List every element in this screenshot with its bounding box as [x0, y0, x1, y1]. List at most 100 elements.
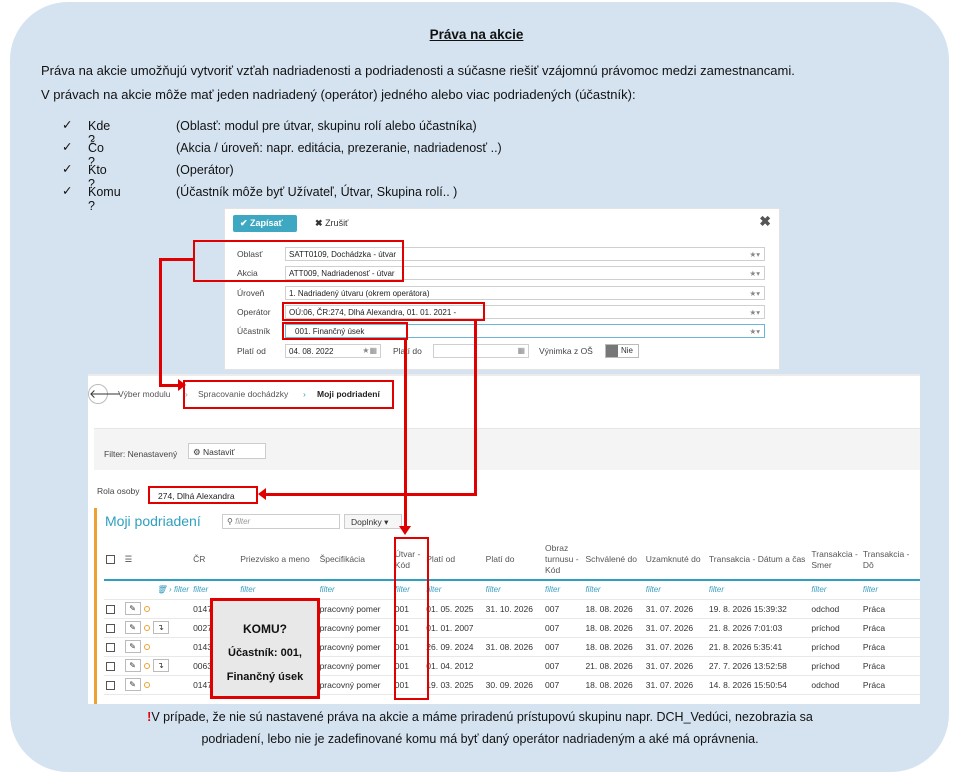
- column-header[interactable]: Transakcia - Dô: [860, 540, 920, 581]
- cell-schvalene: 18. 08. 2026: [583, 675, 644, 695]
- app-screenshot: 🡐 Výber modulu › Spracovanie dochádzky ›…: [88, 374, 920, 704]
- bullet-description: (Oblasť: modul pre útvar, skupinu rolí a…: [176, 119, 477, 133]
- cell-plati-do: 31. 10. 2026: [483, 599, 544, 619]
- column-header[interactable]: Platí do: [483, 540, 544, 581]
- calendar-icon[interactable]: ▦: [517, 346, 525, 355]
- close-icon[interactable]: ✖: [759, 213, 771, 229]
- row-checkbox[interactable]: [104, 656, 123, 676]
- star-dropdown-icon[interactable]: ★▾: [749, 327, 761, 336]
- filter-cell[interactable]: filter: [860, 580, 920, 600]
- filter-cell[interactable]: filter: [483, 580, 544, 600]
- check-icon: ✓: [62, 162, 73, 176]
- validity-row: Platí od 04. 08. 2022★▦ Platí do ▦ Výnim…: [237, 344, 765, 358]
- return-arrow-icon[interactable]: ↴: [152, 621, 169, 634]
- cell-transakcia-smer: príchod: [809, 656, 861, 676]
- vynimka-toggle[interactable]: Nie: [605, 344, 639, 358]
- filter-cell[interactable]: filter: [583, 580, 644, 600]
- uroven-field[interactable]: 1. Nadriadený útvaru (okrem operátora)★▾: [285, 286, 765, 300]
- column-header[interactable]: Platí od: [424, 540, 484, 581]
- star-dropdown-icon[interactable]: ★▾: [749, 269, 761, 278]
- column-header[interactable]: Schválené do: [583, 540, 644, 581]
- plati-od-value: 04. 08. 2022: [289, 347, 334, 356]
- akcia-field[interactable]: ATT009, Nadriadenosť - útvar ★▾: [285, 266, 765, 280]
- row-actions[interactable]: ✎↴: [122, 656, 192, 676]
- cell-transakcia-datum: 21. 8. 2026 5:35:41: [706, 637, 810, 657]
- cell-uzamknute: 31. 07. 2026: [643, 618, 707, 638]
- edit-icon[interactable]: ✎: [124, 678, 141, 691]
- footnote: !V prípade, že nie sú nastavené práva na…: [40, 706, 920, 750]
- filter-row: 🗑 › filter filter filter filter filter f…: [104, 580, 920, 600]
- row-actions[interactable]: ✎: [122, 675, 192, 695]
- calendar-icon[interactable]: ★▦: [362, 346, 377, 355]
- search-input[interactable]: ⚲ filter: [222, 514, 340, 529]
- row-actions[interactable]: ✎↴: [122, 618, 192, 638]
- annotation-operator: [282, 302, 485, 321]
- star-dropdown-icon[interactable]: ★▾: [749, 308, 761, 317]
- return-arrow-icon[interactable]: ↴: [152, 659, 169, 672]
- row-checkbox[interactable]: [104, 637, 123, 657]
- star-dropdown-icon[interactable]: ★▾: [749, 289, 761, 298]
- filter-cell[interactable]: filter: [238, 580, 318, 600]
- select-all-checkbox[interactable]: [104, 540, 123, 581]
- trash-icon[interactable]: 🗑: [156, 585, 167, 595]
- crumb-dochadzka[interactable]: Spracovanie dochádzky: [198, 389, 289, 399]
- save-button[interactable]: ✔ Zapísať: [233, 215, 297, 232]
- filter-cell[interactable]: filter: [317, 580, 393, 600]
- row-actions[interactable]: ✎: [122, 637, 192, 657]
- edit-icon[interactable]: ✎: [124, 621, 141, 634]
- cancel-button[interactable]: ✖ Zrušiť: [315, 218, 349, 228]
- oblast-field[interactable]: SATT0109, Dochádzka - útvar ★▾: [285, 247, 765, 261]
- back-arrow-icon[interactable]: 🡐: [88, 384, 121, 404]
- crumb-module[interactable]: Výber modulu: [118, 389, 171, 399]
- column-header[interactable]: Uzamknuté do: [643, 540, 707, 581]
- column-header[interactable]: Špecifikácia: [317, 540, 393, 581]
- nastavit-button[interactable]: ⚙ Nastaviť: [188, 443, 266, 459]
- column-header[interactable]: ČR: [191, 540, 239, 581]
- column-header[interactable]: Priezvisko a meno: [238, 540, 318, 581]
- akcia-value: ATT009, Nadriadenosť - útvar: [289, 269, 395, 278]
- cell-schvalene: 18. 08. 2026: [583, 618, 644, 638]
- vynimka-label: Výnimka z OŠ: [539, 346, 593, 356]
- filter-cell[interactable]: filter: [643, 580, 707, 600]
- edit-icon[interactable]: ✎: [124, 640, 141, 653]
- ucastnik-field[interactable]: 001. Finančný úsek★▾: [285, 324, 765, 338]
- cell-schvalene: 18. 08. 2026: [583, 599, 644, 619]
- filter-cell[interactable]: filter: [191, 580, 239, 600]
- annotation-rola: [148, 486, 258, 504]
- cell-obraz: 007: [543, 656, 584, 676]
- row-checkbox[interactable]: [104, 618, 123, 638]
- row-checkbox[interactable]: [104, 675, 123, 695]
- column-header[interactable]: Obraz turnusu - Kód: [543, 540, 584, 581]
- column-header[interactable]: Transakcia - Dátum a čas: [706, 540, 810, 581]
- edit-icon[interactable]: ✎: [124, 659, 141, 672]
- filter-cell[interactable]: filter: [706, 580, 810, 600]
- plati-od-field[interactable]: 04. 08. 2022 ★▦: [285, 344, 381, 358]
- column-header[interactable]: Útvar - Kód: [392, 540, 425, 581]
- filter-cell[interactable]: filter: [543, 580, 584, 600]
- filter-tools[interactable]: 🗑 › filter: [122, 580, 192, 600]
- rola-value[interactable]: 274, Dlhá Alexandra: [158, 491, 235, 501]
- cell-transakcia-dovod: Práca: [860, 656, 920, 676]
- filter-cell[interactable]: filter: [809, 580, 861, 600]
- filter-cell[interactable]: filter: [424, 580, 484, 600]
- plati-do-field[interactable]: ▦: [433, 344, 529, 358]
- doplnky-dropdown[interactable]: Doplnky ▾: [344, 514, 402, 529]
- search-placeholder: filter: [235, 517, 251, 526]
- row-actions[interactable]: ✎: [122, 599, 192, 619]
- oblast-value: SATT0109, Dochádzka - útvar: [289, 250, 397, 259]
- edit-icon[interactable]: ✎: [124, 602, 141, 615]
- filter-cell[interactable]: filter: [392, 580, 425, 600]
- star-dropdown-icon[interactable]: ★▾: [749, 250, 761, 259]
- operator-field[interactable]: OÚ:06, ČR:274, Dlhá Alexandra, 01. 01. 2…: [285, 305, 765, 319]
- list-icon[interactable]: ☰: [122, 540, 192, 581]
- row-checkbox[interactable]: [104, 599, 123, 619]
- cell-transakcia-smer: príchod: [809, 618, 861, 638]
- column-header[interactable]: Transakcia - Smer: [809, 540, 861, 581]
- cell-transakcia-datum: 27. 7. 2026 13:52:58: [706, 656, 810, 676]
- cell-transakcia-dovod: Práca: [860, 675, 920, 695]
